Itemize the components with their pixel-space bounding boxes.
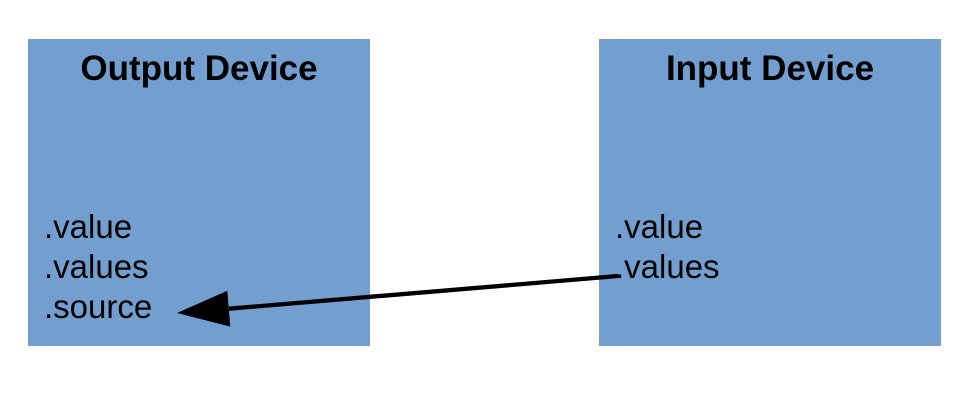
property-label-source: .source [44, 288, 153, 325]
input-device-properties: .value .values [615, 207, 720, 287]
output-device-box: Output Device .value .values .source [28, 39, 370, 346]
property-label-values: .values [44, 248, 149, 285]
input-device-title: Input Device [665, 49, 875, 88]
output-device-title: Output Device [80, 49, 318, 88]
output-device-properties: .value .values .source [44, 207, 152, 327]
property-label-value: .value [44, 208, 133, 245]
input-device-box: Input Device .value .values [599, 39, 941, 346]
property-label-value: .value [615, 208, 704, 245]
property-label-values: .values [615, 248, 720, 285]
